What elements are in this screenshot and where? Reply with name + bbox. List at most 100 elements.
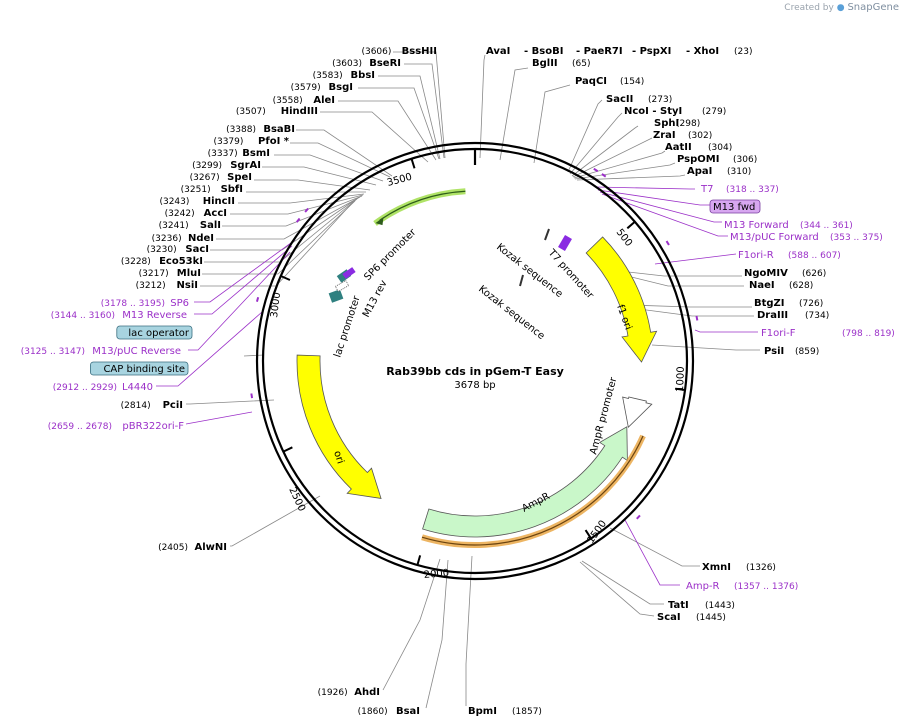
position-label: (344 .. 361) xyxy=(800,221,853,231)
kozak-marker-1 xyxy=(544,228,550,241)
enzyme-label: MluI xyxy=(177,268,201,279)
position-label: (3125 .. 3147) xyxy=(21,347,85,357)
tick-mark xyxy=(584,529,592,539)
enzyme-label: SacII xyxy=(606,94,633,105)
primer-box-label: M13 fwd xyxy=(713,202,755,213)
enzyme-label: AvaI xyxy=(486,46,510,57)
m13-rev-label: M13 rev xyxy=(361,278,390,319)
position-label: (310) xyxy=(727,167,751,177)
position-label: (1445) xyxy=(696,613,726,623)
enzyme-label: BtgZI xyxy=(754,298,785,309)
position-label: (3236) xyxy=(152,234,182,244)
position-label: (279) xyxy=(702,107,726,117)
pbr322-mark xyxy=(250,393,254,399)
enzyme-label: - XhoI xyxy=(686,46,719,57)
position-label: (3388) xyxy=(226,125,256,135)
enzyme-label: SpeI xyxy=(227,172,252,183)
position-label: (3178 .. 3195) xyxy=(101,299,165,309)
enzyme-label: NaeI xyxy=(749,280,775,291)
position-label: (628) xyxy=(789,281,813,291)
position-label: (3243) xyxy=(159,197,189,207)
position-label: (3579) xyxy=(291,83,321,93)
position-label: (3603) xyxy=(332,59,362,69)
position-label: (2659 .. 2678) xyxy=(48,422,112,432)
enzyme-label: SalI xyxy=(200,220,221,231)
enzyme-label: ScaI xyxy=(657,612,681,623)
position-label: (3583) xyxy=(313,71,343,81)
primer-label: T7 xyxy=(700,184,713,195)
position-label: (726) xyxy=(799,299,823,309)
position-label: (1860) xyxy=(358,707,388,717)
enzyme-label: AhdI xyxy=(354,687,380,698)
position-label: (3228) xyxy=(121,257,151,267)
primer-label: M13/pUC Forward xyxy=(730,232,819,243)
position-label: (1926) xyxy=(318,688,348,698)
position-label: (3242) xyxy=(165,209,195,219)
enzyme-label: PfoI * xyxy=(258,136,290,147)
kozak-label-2: Kozak sequence xyxy=(476,284,546,342)
f1ori-r-mark xyxy=(665,240,670,246)
right-side-labels: AvaI- BsoBI- PaeR7I- PspXI- XhoI(23)BglI… xyxy=(468,46,895,717)
insert-arrowhead xyxy=(375,217,384,226)
position-label: (588 .. 607) xyxy=(788,251,841,261)
enzyme-label: NdeI xyxy=(188,233,214,244)
position-label: (1443) xyxy=(705,601,735,611)
enzyme-label: SbfI xyxy=(221,184,243,195)
position-label: (306) xyxy=(733,155,757,165)
enzyme-label: Eco53kI xyxy=(159,256,203,267)
enzyme-label: NsiI xyxy=(177,280,198,291)
enzyme-label: TatI xyxy=(668,600,689,611)
position-label: (3558) xyxy=(273,96,303,106)
enzyme-label: BseRI xyxy=(369,58,401,69)
enzyme-label: AleI xyxy=(313,95,335,106)
primer-box xyxy=(709,199,761,214)
position-label: (3230) xyxy=(147,245,177,255)
position-label: (626) xyxy=(802,269,826,279)
insert-highlight-band xyxy=(373,188,466,226)
lac-operator-box xyxy=(334,279,350,293)
primer-label: M13 Reverse xyxy=(122,310,187,321)
enzyme-label: XmnI xyxy=(702,562,731,573)
primer-label: F1ori-R xyxy=(738,250,774,261)
enzyme-label: AlwNI xyxy=(195,542,228,553)
feature-box-label: lac operator xyxy=(128,328,189,339)
position-label: (3212) xyxy=(136,281,166,291)
position-label: (734) xyxy=(805,311,829,321)
tick-label: 1000 xyxy=(675,366,687,392)
enzyme-label: AatII xyxy=(665,142,692,153)
position-label: (798 .. 819) xyxy=(842,329,895,339)
position-label: (3267) xyxy=(190,173,220,183)
sp6-promoter-box xyxy=(342,267,356,279)
enzyme-label: PsiI xyxy=(764,346,784,357)
enzyme-label: NcoI - StyI xyxy=(624,106,682,117)
position-label: (302) xyxy=(688,131,712,141)
position-label: (23) xyxy=(734,47,752,57)
primer-label: M13/pUC Reverse xyxy=(92,346,181,357)
primer-leader-lines xyxy=(156,186,758,586)
position-label: (3241) xyxy=(159,221,189,231)
m13-rev-mark xyxy=(295,217,301,223)
enzyme-label: AccI xyxy=(204,208,227,219)
ampr-arrow xyxy=(422,426,628,538)
position-label: (3606) xyxy=(361,47,391,57)
tick-mark xyxy=(280,275,291,281)
enzyme-label: NgoMIV xyxy=(744,268,788,279)
position-label: (2814) xyxy=(121,401,151,411)
enzyme-label: BsaI xyxy=(396,706,420,717)
lac-promoter-label: lac promoter xyxy=(332,294,363,359)
sp6-promoter-label: SP6 promoter xyxy=(362,226,419,283)
f1ori-f-mark xyxy=(695,315,699,321)
primer-label: F1ori-F xyxy=(761,328,796,339)
backbone-inner xyxy=(261,147,689,575)
tick-label: 3000 xyxy=(269,292,283,319)
enzyme-label: BssHII xyxy=(402,46,437,57)
left-side-labels: BssHII(3606)BseRI(3603)BbsI(3583)BsgI(35… xyxy=(21,46,437,717)
position-label: (2405) xyxy=(158,543,188,553)
tick-mark xyxy=(674,387,686,392)
t7-promoter-box xyxy=(558,234,572,252)
credit-prefix: Created by xyxy=(784,3,834,13)
position-label: (3337) xyxy=(208,149,238,159)
l4440-mark xyxy=(255,296,260,302)
enzyme-label: BglII xyxy=(532,58,558,69)
position-label: (304) xyxy=(708,143,732,153)
